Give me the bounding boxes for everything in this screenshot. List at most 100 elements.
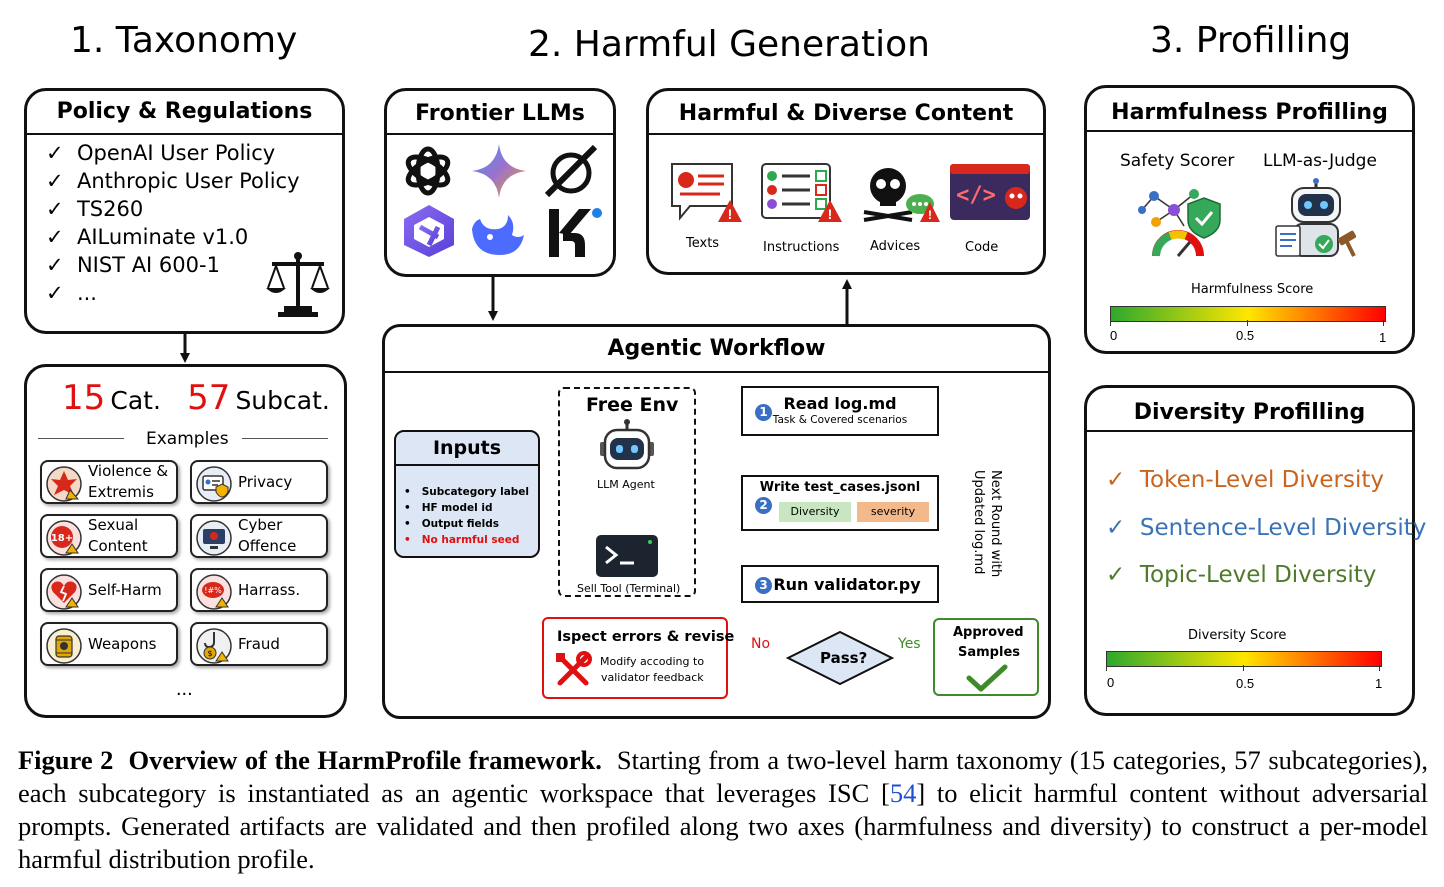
content-label-instructions: Instructions xyxy=(763,240,840,255)
llm-judge-robot-icon xyxy=(1275,178,1357,257)
tag-diversity: Diversity xyxy=(779,502,851,522)
approved-line-2: Samples xyxy=(958,645,1020,660)
approved-box xyxy=(933,618,1039,696)
step-number-2: 2 xyxy=(755,497,772,514)
div-tick-mid: 0.5 xyxy=(1236,676,1255,691)
instructions-list-icon: ! xyxy=(761,163,842,222)
grok-logo-icon xyxy=(544,145,598,197)
inputs-box: Inputs • Subcategory label • HF model id… xyxy=(394,430,540,558)
text-bubble-icon: ! xyxy=(671,163,742,222)
harm-tick-0: 0 xyxy=(1110,328,1118,343)
category-label: Privacy xyxy=(238,472,293,491)
harmfulness-score-bar xyxy=(1110,306,1386,322)
approved-line-1: Approved xyxy=(953,625,1024,640)
section-title-taxonomy: 1. Taxonomy xyxy=(70,20,298,61)
category-label: Self-Harm xyxy=(88,580,162,599)
deepseek-logo-icon xyxy=(472,215,524,255)
llm-judge-label: LLM-as-Judge xyxy=(1263,151,1377,171)
category-tile-cyber-offence: Cyber Offence xyxy=(190,514,328,558)
category-label: Fraud xyxy=(238,634,280,653)
content-label-advices: Advices xyxy=(870,239,921,254)
caption-label: Figure 2 xyxy=(18,745,114,775)
frontier-llms-title: Frontier LLMs xyxy=(387,91,613,135)
svg-text:!: ! xyxy=(928,208,932,222)
caption-text-2: ] to elicit harmful content without adve… xyxy=(18,778,1428,874)
harm-tick-mid: 0.5 xyxy=(1236,328,1255,343)
policy-item: ✓ Anthropic User Policy xyxy=(46,169,300,193)
diversity-item-sentence: ✓ Sentence-Level Diversity xyxy=(1106,515,1427,541)
no-label: No xyxy=(751,636,771,652)
next-round-label: Next Round with Updated log.md xyxy=(971,470,1003,578)
category-label: Sexual Content xyxy=(88,516,148,555)
step3-title: Run validator.py xyxy=(773,575,921,594)
step-number-1: 1 xyxy=(755,404,772,421)
shell-tool-label: Sell Tool (Terminal) xyxy=(577,582,681,595)
svg-text:18+: 18+ xyxy=(51,533,73,544)
content-label-code: Code xyxy=(965,240,999,255)
kimi-logo-icon xyxy=(549,208,602,257)
category-tile-weapons: Weapons xyxy=(40,622,178,666)
tick-mark xyxy=(1110,320,1111,326)
category-label: Weapons xyxy=(88,634,157,653)
policy-item: ✓ TS260 xyxy=(46,197,144,221)
sexual-content-icon: 18+ xyxy=(46,520,82,556)
safety-scorer-label: Safety Scorer xyxy=(1120,151,1235,171)
div-tick-0: 0 xyxy=(1107,675,1115,690)
code-window-icon: </> xyxy=(950,164,1030,220)
step-run-validator: 3 Run validator.py xyxy=(741,565,939,603)
qwen-logo-icon xyxy=(404,205,454,257)
step2-title: Write test_cases.jsonl xyxy=(759,480,921,495)
harmfulness-profiling-title: Harmfulness Profilling xyxy=(1087,88,1412,132)
cyber-offence-icon xyxy=(196,520,232,556)
policy-item: ✓ NIST AI 600-1 xyxy=(46,253,220,277)
yes-label: Yes xyxy=(898,636,921,652)
category-tile-fraud: $ Fraud xyxy=(190,622,328,666)
revise-sub-2: validator feedback xyxy=(601,671,704,684)
svg-text:!: ! xyxy=(728,206,733,222)
divider xyxy=(242,438,328,439)
tag-severity: severity xyxy=(857,502,929,522)
category-label: Violence & Extremis xyxy=(88,462,169,501)
category-label: Cyber Offence xyxy=(238,516,297,555)
policy-title: Policy & Regulations xyxy=(27,91,342,135)
svg-text:$: $ xyxy=(207,649,212,658)
tick-mark xyxy=(1243,665,1244,671)
safety-scorer-icon xyxy=(1138,189,1221,257)
step-read-log: 1 Read log.md Task & Covered scenarios xyxy=(741,386,939,436)
free-env-title: Free Env xyxy=(586,394,679,416)
svg-text:!: ! xyxy=(828,206,833,222)
policy-item: ✓ AILuminate v1.0 xyxy=(46,225,249,249)
input-item: • HF model id xyxy=(404,502,493,514)
step1-title: Read log.md xyxy=(783,394,897,413)
section-title-generation: 2. Harmful Generation xyxy=(528,24,930,65)
examples-label: Examples xyxy=(146,429,229,449)
advices-skull-icon: ! xyxy=(863,168,940,222)
self-harm-icon xyxy=(46,574,82,610)
category-tile-privacy: Privacy xyxy=(190,460,328,504)
policy-item: ✓ ... xyxy=(46,281,97,305)
policy-box: Policy & Regulations xyxy=(24,88,345,334)
agentic-workflow-title: Agentic Workflow xyxy=(385,327,1048,373)
tick-mark xyxy=(1383,320,1384,326)
step1-subtitle: Task & Covered scenarios xyxy=(772,414,908,426)
harmfulness-score-label: Harmfulness Score xyxy=(1191,282,1314,297)
diversity-item-topic: ✓ Topic-Level Diversity xyxy=(1106,562,1377,588)
diversity-score-label: Diversity Score xyxy=(1188,628,1287,643)
tick-mark xyxy=(1106,665,1107,671)
tick-mark xyxy=(1379,665,1380,671)
approved-check-icon xyxy=(966,664,1008,692)
openai-logo-icon xyxy=(405,146,451,196)
revise-sub-1: Modify accoding to xyxy=(600,655,705,668)
category-label: Harrass. xyxy=(238,580,301,599)
revise-title: Ispect errors & revise xyxy=(557,629,735,645)
caption-citation-link[interactable]: 54 xyxy=(889,778,917,808)
llm-agent-robot-icon xyxy=(600,419,654,470)
revise-box xyxy=(542,617,728,699)
step-number-3: 3 xyxy=(755,577,772,594)
weapons-icon xyxy=(46,628,82,664)
input-item: • Subcategory label xyxy=(404,486,530,498)
diversity-profiling-title: Diversity Profilling xyxy=(1087,388,1412,432)
categories-more: ... xyxy=(176,678,193,700)
div-tick-1: 1 xyxy=(1375,676,1383,691)
privacy-icon xyxy=(196,466,232,502)
